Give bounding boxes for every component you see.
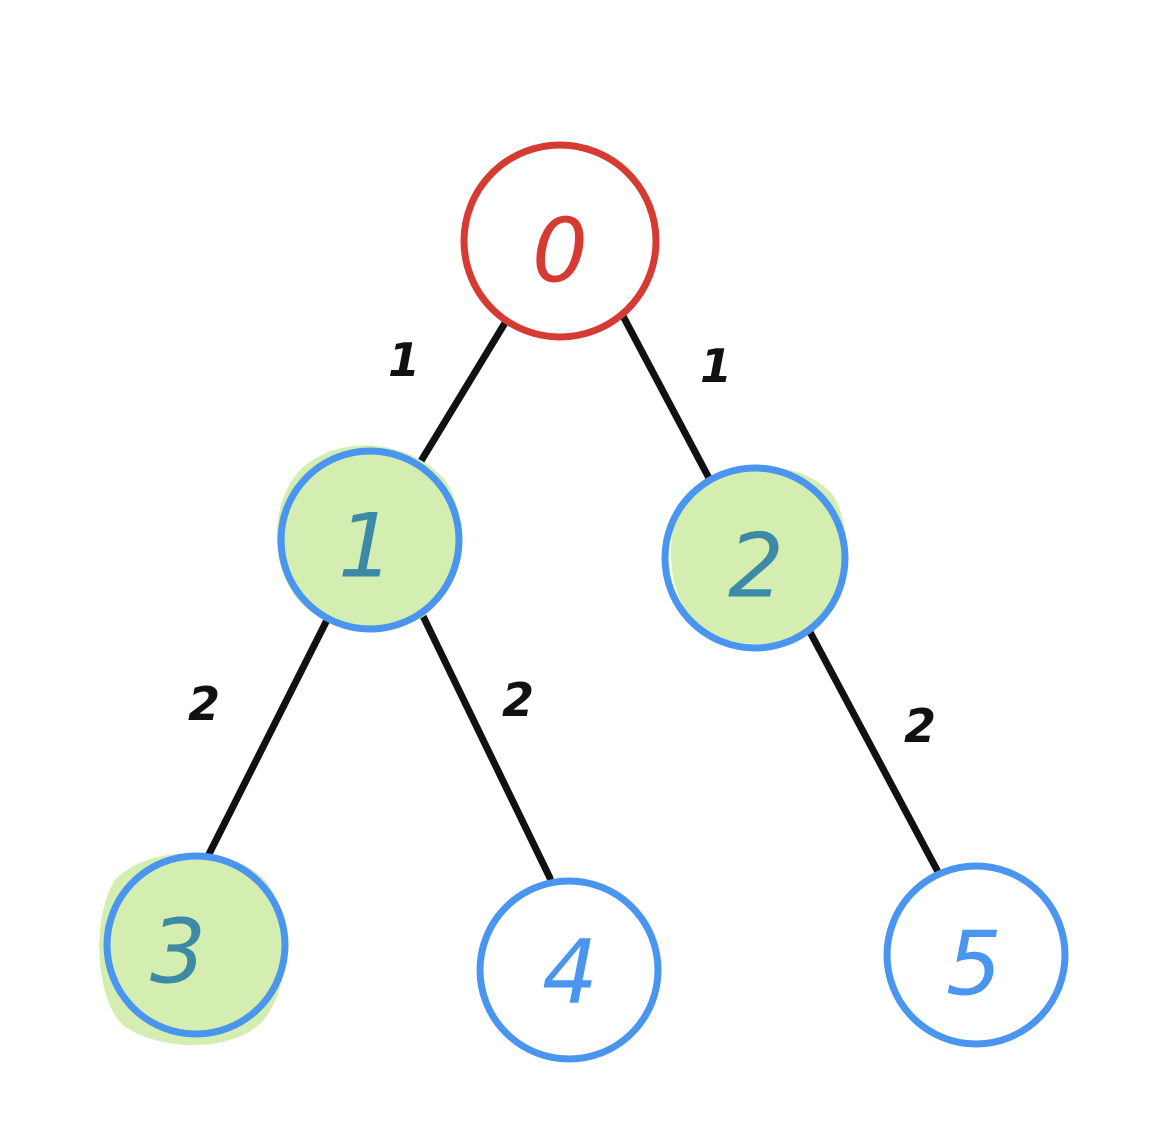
node-3-highlight <box>99 853 286 1046</box>
tree-node-3: 3 <box>99 852 289 1046</box>
edge-label-2-5: 2 <box>904 699 936 753</box>
tree-node-0: 0 <box>460 141 660 341</box>
node-4-circle <box>476 877 662 1063</box>
edge-1-4 <box>418 610 554 882</box>
node-5-label: 5 <box>946 913 1002 1016</box>
node-2-highlight <box>670 466 847 645</box>
tree-node-2: 2 <box>661 464 849 652</box>
node-0-circle <box>460 141 660 341</box>
edge-1-3 <box>201 614 332 866</box>
node-5-circle <box>883 862 1069 1048</box>
edge-label-0-1: 1 <box>388 333 420 387</box>
edge-label-1-4: 2 <box>502 673 534 727</box>
node-1-label: 1 <box>338 495 394 598</box>
edge-label-1-3: 2 <box>188 677 220 731</box>
node-2-label: 2 <box>728 515 784 618</box>
tree-node-5: 5 <box>883 862 1069 1048</box>
node-0-label: 0 <box>532 200 588 303</box>
node-1-highlight <box>276 445 460 631</box>
edges <box>201 312 941 882</box>
edge-0-2 <box>619 312 714 484</box>
edge-label-0-2: 1 <box>700 339 732 393</box>
node-4-fill <box>480 881 658 1059</box>
edge-labels: 1 1 2 2 2 <box>188 333 936 753</box>
node-3-circle <box>103 852 289 1038</box>
edge-0-1 <box>414 314 512 470</box>
tree-node-1: 1 <box>276 445 463 633</box>
node-2-circle <box>661 464 849 652</box>
node-3-label: 3 <box>150 901 206 1004</box>
node-1-circle <box>277 447 463 633</box>
node-5-fill <box>887 866 1065 1044</box>
node-0-fill <box>464 145 656 337</box>
tree-node-4: 4 <box>476 877 662 1063</box>
edge-2-5 <box>806 628 941 874</box>
node-4-label: 4 <box>542 921 598 1024</box>
